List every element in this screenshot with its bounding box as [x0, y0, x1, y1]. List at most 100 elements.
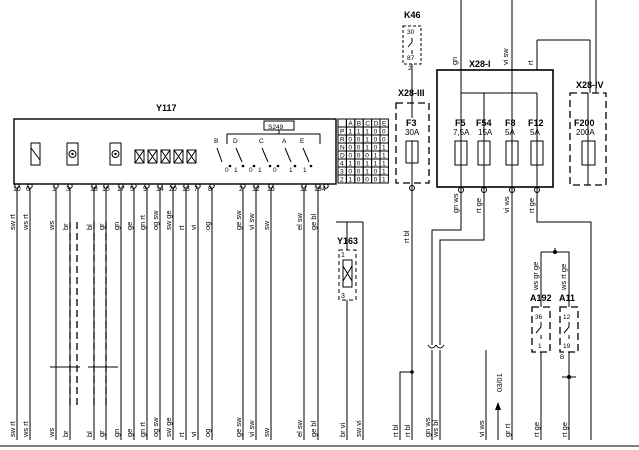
- truth-table-cell: 0: [374, 137, 378, 144]
- wire-label-bottom: og sw: [151, 417, 160, 437]
- ref-note: 03/01: [495, 373, 504, 392]
- x28-1-fuse-block: X28-I gn vi sw rt F5 7,5A F54 15A F8 5A …: [436, 0, 591, 193]
- truth-table-cell: 1: [374, 153, 378, 160]
- truth-table-cell: 1: [374, 161, 378, 168]
- mid-wire-gn-ws: gn ws: [451, 193, 460, 213]
- truth-table-cell: 0: [382, 129, 386, 136]
- wire-label-top: og: [203, 222, 212, 230]
- wire-label-bottom: rt bl: [403, 424, 412, 437]
- truth-table-cell: R: [340, 137, 345, 144]
- wire-label-top: br: [61, 223, 70, 230]
- wire-label-bottom: sw rt: [8, 420, 17, 437]
- wire-label-top: gr: [97, 223, 106, 230]
- a192-pin-1: 1: [538, 343, 542, 350]
- x28-3-label: X28-III: [398, 88, 425, 98]
- fuse-f8-rating: 5A: [505, 128, 515, 137]
- wire-label-bottom: rt ge: [560, 422, 569, 437]
- mid-wire-rt-ge: rt ge: [474, 198, 483, 213]
- y117-pin: 4: [322, 186, 326, 193]
- a11-pin-b: B: [560, 354, 564, 361]
- x28-4-label: X28-IV: [576, 80, 604, 90]
- y163-pin-3: 3: [341, 293, 345, 300]
- wire-label-top: bl: [85, 224, 94, 230]
- truth-table-cell: 0: [348, 145, 352, 152]
- fuse-f12-rating: 5A: [530, 128, 540, 137]
- switch-pos-a: A: [282, 138, 287, 145]
- y117-pin: 6: [26, 186, 30, 193]
- truth-table-cell: 1: [348, 177, 352, 184]
- truth-table-cell: 0: [357, 137, 361, 144]
- wire-label-bottom: ws: [47, 428, 56, 438]
- y117-pin: 9: [143, 186, 147, 193]
- a11-pin-12: 12: [563, 314, 571, 321]
- wire-label-bottom: ge bl: [309, 420, 318, 437]
- truth-table-cell: 0: [365, 153, 369, 160]
- wire-label-bottom: rt: [177, 432, 186, 437]
- truth-table-cell: 1: [382, 169, 386, 176]
- truth-table-cell: 1: [382, 161, 386, 168]
- wire-label-bottom: ws bl: [431, 420, 440, 438]
- truth-table-cell: N: [340, 145, 345, 152]
- s249-switch: S249 B D C A E 0 1 0 1 0 1 1: [214, 120, 321, 174]
- truth-table-cell: 0: [374, 169, 378, 176]
- wire-label-bottom: gr rt: [503, 423, 512, 437]
- switch-state-2: 1: [234, 167, 238, 174]
- wire-label-bottom: gn ws: [423, 417, 432, 437]
- wire-label-bottom: br vi: [338, 422, 347, 437]
- wire-label-bottom: ws rt: [21, 420, 30, 438]
- k46-pin-30: 30: [407, 29, 415, 36]
- fuse-f12-name: F12: [528, 118, 544, 128]
- truth-table-cell: 1: [365, 129, 369, 136]
- wire-label-bottom: vi ws: [477, 420, 486, 437]
- switch-state-1: 0: [225, 167, 229, 174]
- wire-label-bottom: gn rt: [138, 421, 147, 437]
- wire-label-bottom: ge sw: [234, 417, 243, 437]
- fuse-f3-rating: 30A: [405, 128, 420, 137]
- y117-module: Y117 S249 B D C A E 0 1: [13, 103, 337, 185]
- truth-table-cell: 0: [348, 137, 352, 144]
- wire-label-top: el sw: [295, 212, 304, 230]
- truth-table-cell: 1: [357, 129, 361, 136]
- truth-table-cell: 0: [374, 177, 378, 184]
- s249-label: S249: [268, 124, 284, 131]
- a11-switch: A11 12 19 B ws rt ge: [541, 248, 579, 440]
- truth-table-cell: C: [365, 121, 370, 128]
- wire-label-bottom: sw: [262, 427, 271, 437]
- fuse-f8-name: F8: [505, 118, 516, 128]
- truth-table-cell: A: [348, 121, 353, 128]
- switch-state-7: 1: [303, 167, 307, 174]
- x28-3-fuse-block: X28-III F3 30A: [395, 88, 430, 440]
- wire-label-bottom: sw ge: [164, 417, 173, 437]
- wire-label-top: sw: [262, 220, 271, 230]
- y117-pin: 7: [194, 186, 198, 193]
- k46-label: K46: [404, 10, 421, 20]
- fuse-f200-rating: 200A: [576, 128, 595, 137]
- wire-label-top: vi: [189, 224, 198, 230]
- x28-4-fuse-block: X28-IV F200 200A: [569, 0, 607, 186]
- truth-table-cell: 0: [357, 169, 361, 176]
- wire-label-top: ws rt: [21, 213, 30, 231]
- truth-table-cell: 1: [382, 177, 386, 184]
- wire-label-top: gn: [112, 222, 121, 230]
- truth-table-cell: 0: [357, 145, 361, 152]
- x28-1-label: X28-I: [469, 59, 491, 69]
- truth-table-cell: D: [340, 153, 345, 160]
- mid-wire-rt-ge-2: rt ge: [527, 198, 536, 213]
- truth-table-cell: 0: [374, 129, 378, 136]
- switch-pos-b: B: [214, 138, 218, 145]
- truth-table-cell: 0: [382, 137, 386, 144]
- fuse-f3-name: F3: [406, 118, 417, 128]
- fuse-f54-rating: 15A: [478, 128, 493, 137]
- wire-label-bottom: rt ge: [532, 422, 541, 437]
- wire-label-top: sw ge: [164, 210, 173, 230]
- a-wire-ws-gr-ge: ws gr ge: [531, 262, 540, 291]
- y117-label: Y117: [156, 103, 177, 113]
- wire-label-top: og sw: [151, 210, 160, 230]
- wire-label-top: ge: [125, 222, 134, 230]
- wire-label-bottom: rt bl: [391, 424, 400, 437]
- fuse-f5-rating: 7,5A: [453, 128, 470, 137]
- k46-relay: K46 30 87 2: [402, 10, 422, 118]
- switch-pos-d: D: [233, 138, 238, 145]
